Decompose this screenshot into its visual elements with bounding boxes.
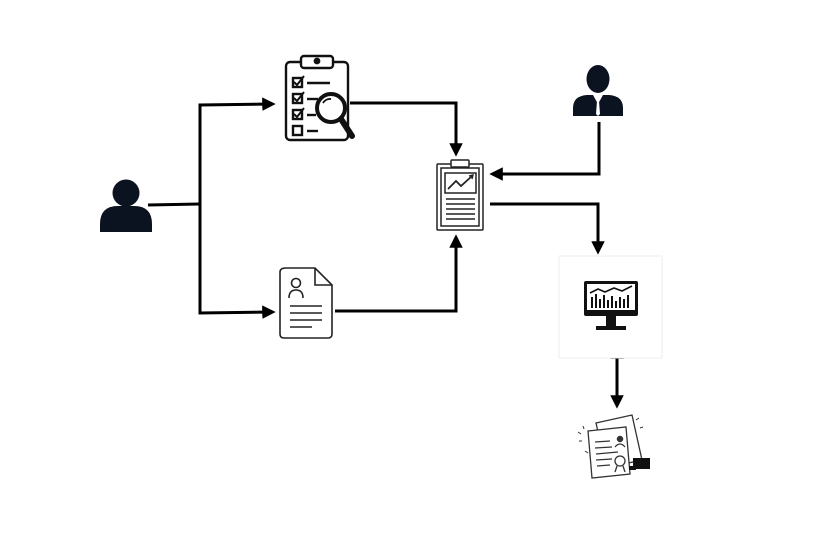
clipboard-report-chart-icon [436,159,484,231]
clipboard-checklist-search-icon [284,54,355,142]
edge-profile-doc-to-report [335,234,463,313]
edge-manager-to-report [489,122,601,181]
edge-user-to-profile-doc [198,204,276,319]
profile-document-icon [279,267,333,339]
edge-report-to-monitor [490,202,605,255]
connectors [147,97,624,409]
monitor-dashboard-icon [558,255,663,359]
edge-user-to-checklist [198,97,276,204]
person-icon [100,179,152,232]
businessman-icon [573,65,623,116]
edge-checklist-to-report [350,101,463,157]
edge-user-to-branch [147,202,201,207]
certificate-documents-icon [577,414,650,479]
